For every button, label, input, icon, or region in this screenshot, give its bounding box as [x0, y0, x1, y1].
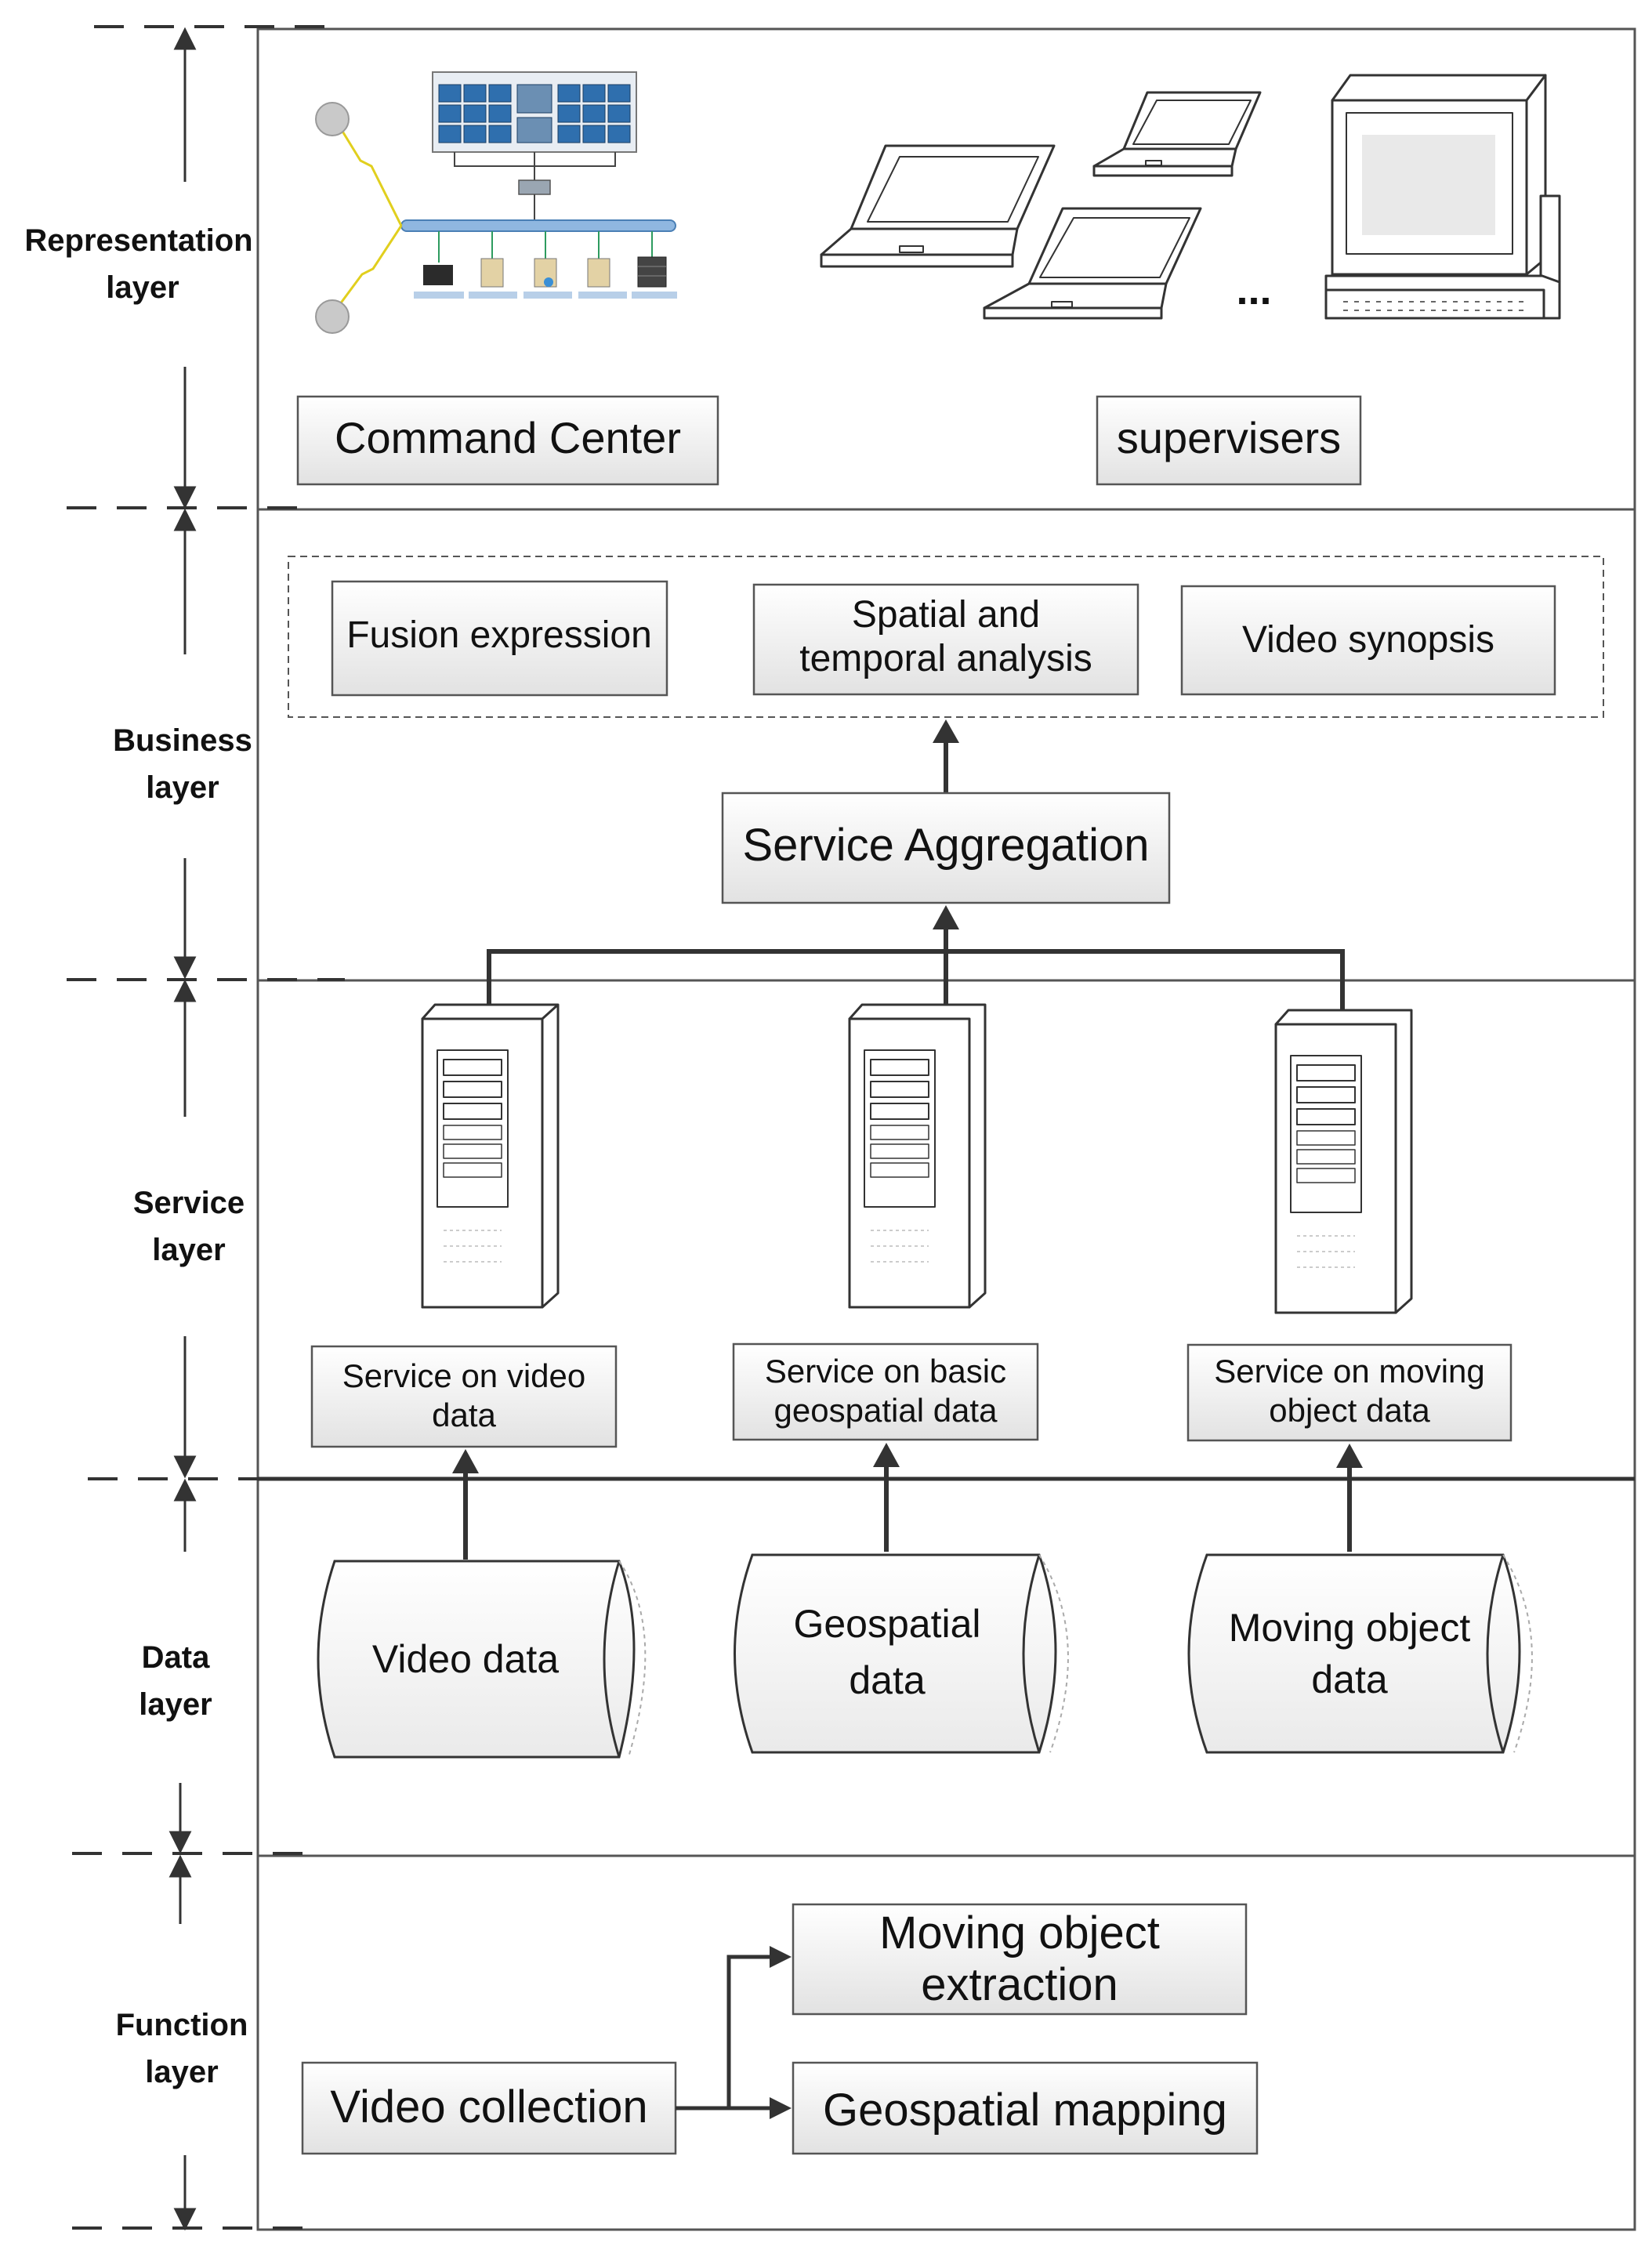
video-collection-label: Video collection	[330, 2082, 647, 2132]
spatial-temporal-label-line1: Spatial and	[852, 594, 1040, 636]
fusion-expression-box: Fusion expression	[331, 580, 668, 697]
video-synopsis-box: Video synopsis	[1180, 585, 1556, 696]
data-to-service-arrows	[452, 1443, 1363, 1560]
server-icon	[1274, 1009, 1413, 1314]
function-layer-label-line1: Function	[116, 2008, 248, 2042]
geospatial-mapping-label: Geospatial mapping	[823, 2085, 1227, 2136]
service-layer-label-line2: layer	[152, 1233, 225, 1267]
video-wall-screens	[438, 84, 631, 143]
moving-object-data-label-line1: Moving object	[1229, 1606, 1471, 1650]
moving-object-data-cylinder: Moving object data	[1187, 1553, 1533, 1754]
command-center-box: Command Center	[296, 395, 719, 486]
service-aggregation-box: Service Aggregation	[721, 792, 1171, 904]
supervisers-box: supervisers	[1096, 395, 1362, 486]
layer-range-arrows	[168, 27, 197, 2231]
supervisers-label: supervisers	[1117, 413, 1341, 462]
laptop-icon	[820, 144, 1056, 268]
business-layer-label-line2: layer	[146, 770, 219, 805]
layer-labels: Representation layer Business layer Serv…	[24, 223, 252, 2089]
laptop-icon	[983, 207, 1202, 320]
service-video-label-line2: data	[432, 1397, 496, 1433]
command-center-network-illustration	[315, 71, 677, 334]
geospatial-data-cylinder: Geospatial data	[734, 1553, 1069, 1754]
service-geo-label-line1: Service on basic	[765, 1353, 1006, 1389]
ellipsis-label: ...	[1236, 266, 1271, 313]
layer-boundary-marks	[67, 25, 345, 2230]
video-collection-arrows	[676, 1946, 792, 2119]
video-synopsis-label: Video synopsis	[1242, 619, 1494, 661]
geospatial-data-label-line2: data	[849, 1658, 926, 1702]
server-icon	[421, 1003, 560, 1309]
moving-object-data-label-line2: data	[1311, 1658, 1388, 1701]
video-data-label: Video data	[372, 1637, 559, 1681]
fusion-expression-label: Fusion expression	[346, 614, 652, 656]
video-collection-box: Video collection	[301, 2061, 677, 2155]
service-geo-label-line2: geospatial data	[774, 1392, 998, 1429]
geospatial-data-label-line1: Geospatial	[793, 1602, 980, 1646]
service-aggregation-label: Service Aggregation	[742, 820, 1149, 871]
data-layer-label-line1: Data	[142, 1640, 210, 1675]
geospatial-mapping-box: Geospatial mapping	[792, 2061, 1259, 2155]
moving-object-extraction-box: Moving object extraction	[792, 1903, 1248, 2016]
aggregation-to-business-arrow	[933, 719, 959, 793]
service-layer-label-line1: Service	[133, 1186, 245, 1220]
service-moving-label-line2: object data	[1269, 1392, 1430, 1429]
service-video-label-line1: Service on video	[342, 1357, 586, 1394]
data-layer-label-line2: layer	[139, 1687, 212, 1722]
network-devices	[423, 256, 667, 288]
representation-layer-label-line2: layer	[106, 270, 179, 305]
service-moving-object-data-box: Service on moving object data	[1186, 1343, 1513, 1442]
laptop-icon	[1092, 91, 1262, 177]
service-moving-label-line1: Service on moving	[1214, 1353, 1485, 1389]
server-icon	[848, 1003, 987, 1309]
representation-layer-label-line1: Representation	[24, 223, 252, 258]
service-geospatial-data-box: Service on basic geospatial data	[732, 1342, 1039, 1441]
desktop-computer-icon	[1324, 74, 1561, 320]
extraction-label-line1: Moving object	[879, 1908, 1160, 1958]
video-data-cylinder: Video data	[317, 1560, 647, 1759]
service-video-data-box: Service on video data	[310, 1345, 618, 1448]
extraction-label-line2: extraction	[921, 1959, 1118, 2010]
spatial-temporal-analysis-box: Spatial and temporal analysis	[752, 583, 1139, 696]
spatial-temporal-label-line2: temporal analysis	[799, 638, 1092, 679]
command-center-label: Command Center	[335, 413, 681, 462]
business-layer-label-line1: Business	[113, 723, 252, 758]
function-layer-label-line2: layer	[145, 2055, 218, 2089]
business-functions-group	[288, 556, 1604, 718]
